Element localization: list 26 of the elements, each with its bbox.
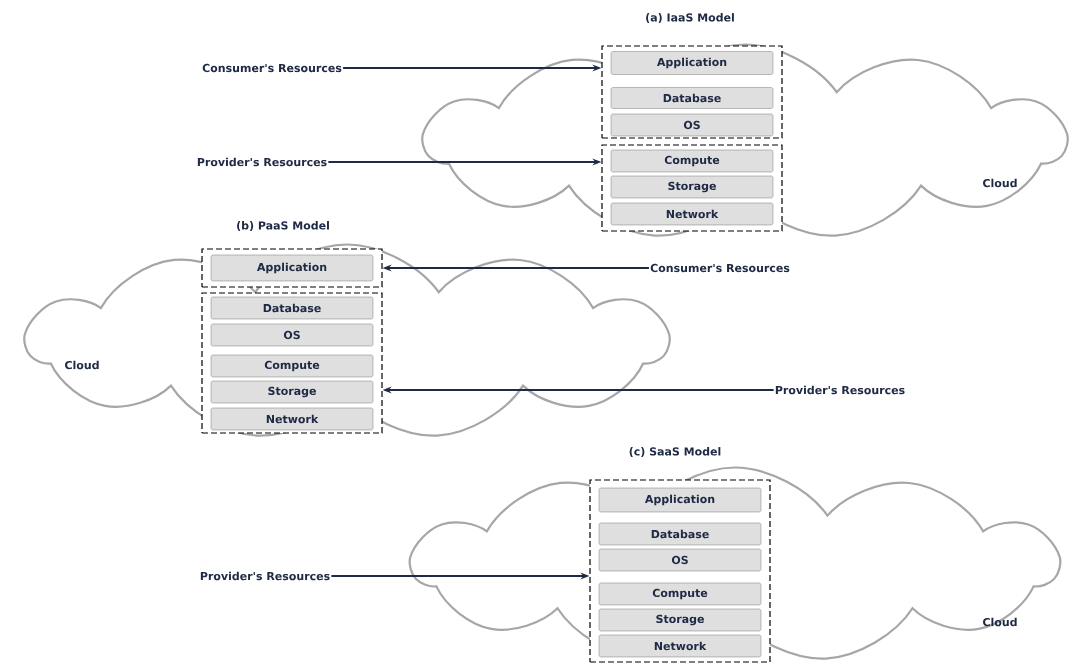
layer-box: Storage: [610, 175, 774, 199]
layer-box: Application: [598, 487, 762, 513]
layer-box: Storage: [210, 380, 374, 404]
model-title: (b) PaaS Model: [237, 221, 329, 231]
layer-box: Application: [210, 254, 374, 282]
resource-label: Provider's Resources: [200, 571, 330, 581]
layer-box: OS: [598, 548, 762, 572]
layer-box: Application: [610, 51, 774, 75]
layer-box: Network: [610, 202, 774, 226]
layer-box: Network: [210, 407, 374, 431]
resource-label: Consumer's Resources: [650, 263, 790, 273]
layer-box: OS: [210, 323, 374, 347]
resource-label: Provider's Resources: [197, 157, 327, 167]
layer-box: Database: [210, 296, 374, 320]
model-title: (a) IaaS Model: [646, 13, 734, 23]
layer-box: Compute: [610, 149, 774, 173]
resource-label: Provider's Resources: [775, 385, 905, 395]
layer-box: Storage: [598, 608, 762, 632]
layer-box: Compute: [210, 354, 374, 378]
layer-box: Database: [610, 87, 774, 109]
layer-box: Network: [598, 634, 762, 658]
model-title: (c) SaaS Model: [629, 447, 721, 457]
layer-box: Compute: [598, 582, 762, 606]
layer-box: Database: [598, 522, 762, 546]
layer-box: OS: [610, 113, 774, 137]
resource-label: Consumer's Resources: [202, 63, 342, 73]
